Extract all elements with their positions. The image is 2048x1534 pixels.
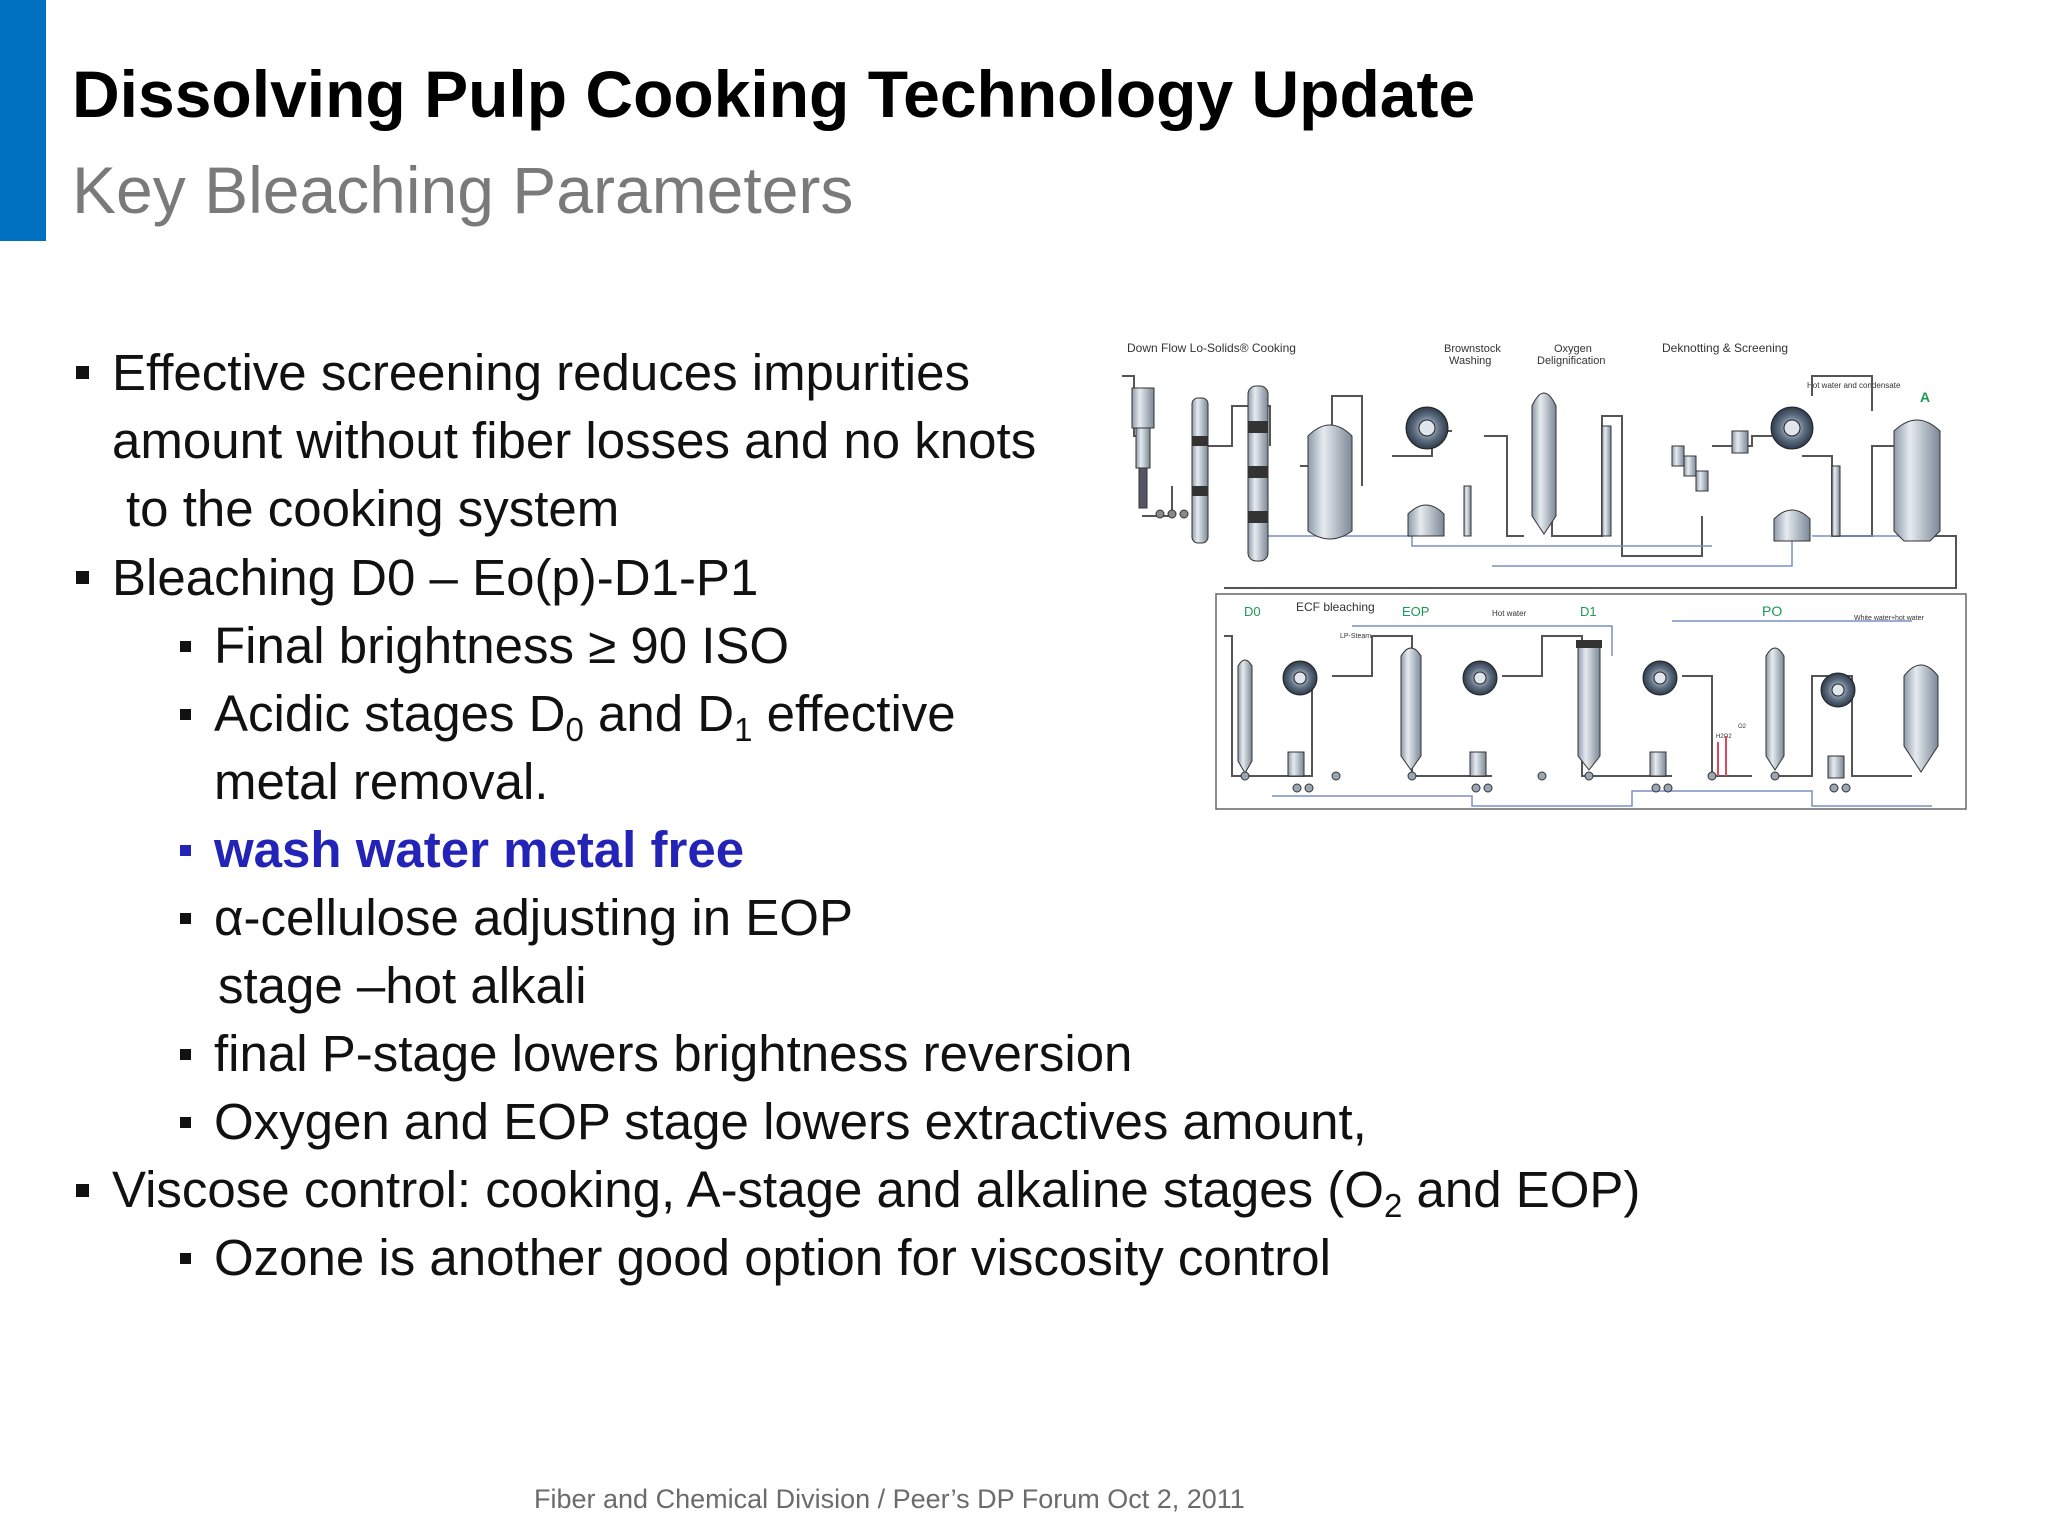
viscose-text-b: and EOP)	[1402, 1161, 1641, 1218]
sub-bullet-marker	[180, 1253, 191, 1264]
sub-bullet-marker	[180, 913, 191, 924]
slide-subtitle: Key Bleaching Parameters	[72, 153, 854, 227]
label-h2o2: H2O2	[1716, 734, 1732, 740]
sub-bullet-marker	[180, 641, 191, 652]
bleaching-process-diagram: Down Flow Lo-Solids® Cooking Brownstock …	[1122, 341, 1967, 810]
bullet-screening-line1: Effective screening reduces impurities	[112, 344, 970, 401]
label-hot-water-condensate: Hot water and condensate	[1807, 381, 1901, 390]
label-hot-water: Hot water	[1492, 609, 1527, 618]
bullet-marker	[76, 571, 89, 584]
bullet-viscose-control: Viscose control: cooking, A-stage and al…	[112, 1161, 1641, 1222]
label-cooking: Down Flow Lo-Solids® Cooking	[1127, 341, 1296, 355]
sub-bullet-wash-water: wash water metal free	[214, 821, 745, 878]
subscript-0: 0	[565, 711, 584, 748]
sub-bullet-acidic-stages: Acidic stages D0 and D1 effective	[214, 685, 956, 746]
acidic-stages-text-c: effective	[752, 685, 956, 742]
footer-text: Fiber and Chemical Division / Peer’s DP …	[534, 1484, 1245, 1514]
label-brownstock-2: Washing	[1449, 355, 1491, 367]
label-a: A	[1920, 389, 1930, 405]
subscript-1: 1	[734, 711, 753, 748]
sub-bullet-final-p-stage: final P-stage lowers brightness reversio…	[214, 1025, 1133, 1082]
label-brownstock-1: Brownstock	[1444, 343, 1501, 355]
viscose-text-a: Viscose control: cooking, A-stage and al…	[112, 1161, 1384, 1218]
bullet-screening-line2: amount without fiber losses and no knots	[112, 412, 1037, 469]
label-lp-steam: LP-Steam	[1340, 633, 1371, 640]
sub-bullet-marker	[180, 1049, 191, 1060]
sub-bullet-final-brightness: Final brightness ≥ 90 ISO	[214, 617, 790, 674]
sub-bullet-marker	[180, 1117, 191, 1128]
label-oxygen-1: Oxygen	[1554, 343, 1592, 355]
sub-bullet-alpha-cellulose-line2: stage –hot alkali	[218, 957, 587, 1014]
label-po: PO	[1762, 603, 1782, 619]
sub-bullet-marker	[180, 709, 191, 720]
accent-bar	[0, 0, 46, 241]
bullet-bleaching-sequence: Bleaching D0 – Eo(p)-D1-P1	[112, 549, 759, 606]
bullet-marker	[76, 1184, 89, 1197]
label-oxygen-2: Delignification	[1537, 355, 1605, 367]
sub-bullet-oxygen-eop: Oxygen and EOP stage lowers extractives …	[214, 1093, 1367, 1150]
sub-bullet-acidic-stages-line2: metal removal.	[214, 753, 549, 810]
bullet-marker	[76, 366, 89, 379]
label-o2: O2	[1738, 724, 1747, 730]
label-ecf-bleaching: ECF bleaching	[1296, 600, 1375, 614]
label-d0: D0	[1244, 604, 1261, 619]
label-eop: EOP	[1402, 604, 1429, 619]
bullet-screening-line3: to the cooking system	[126, 480, 620, 537]
acidic-stages-text-b: and D	[583, 685, 735, 742]
sub-bullet-alpha-cellulose-line1: α-cellulose adjusting in EOP	[214, 889, 853, 946]
sub-bullet-ozone: Ozone is another good option for viscosi…	[214, 1229, 1331, 1286]
slide-title: Dissolving Pulp Cooking Technology Updat…	[72, 57, 1476, 131]
label-deknotting: Deknotting & Screening	[1662, 341, 1788, 355]
acidic-stages-text-a: Acidic stages D	[214, 685, 566, 742]
subscript-2: 2	[1383, 1187, 1403, 1224]
label-white-water: White water+hot water	[1854, 615, 1925, 622]
label-d1: D1	[1580, 604, 1597, 619]
sub-bullet-marker-highlight	[180, 845, 191, 856]
